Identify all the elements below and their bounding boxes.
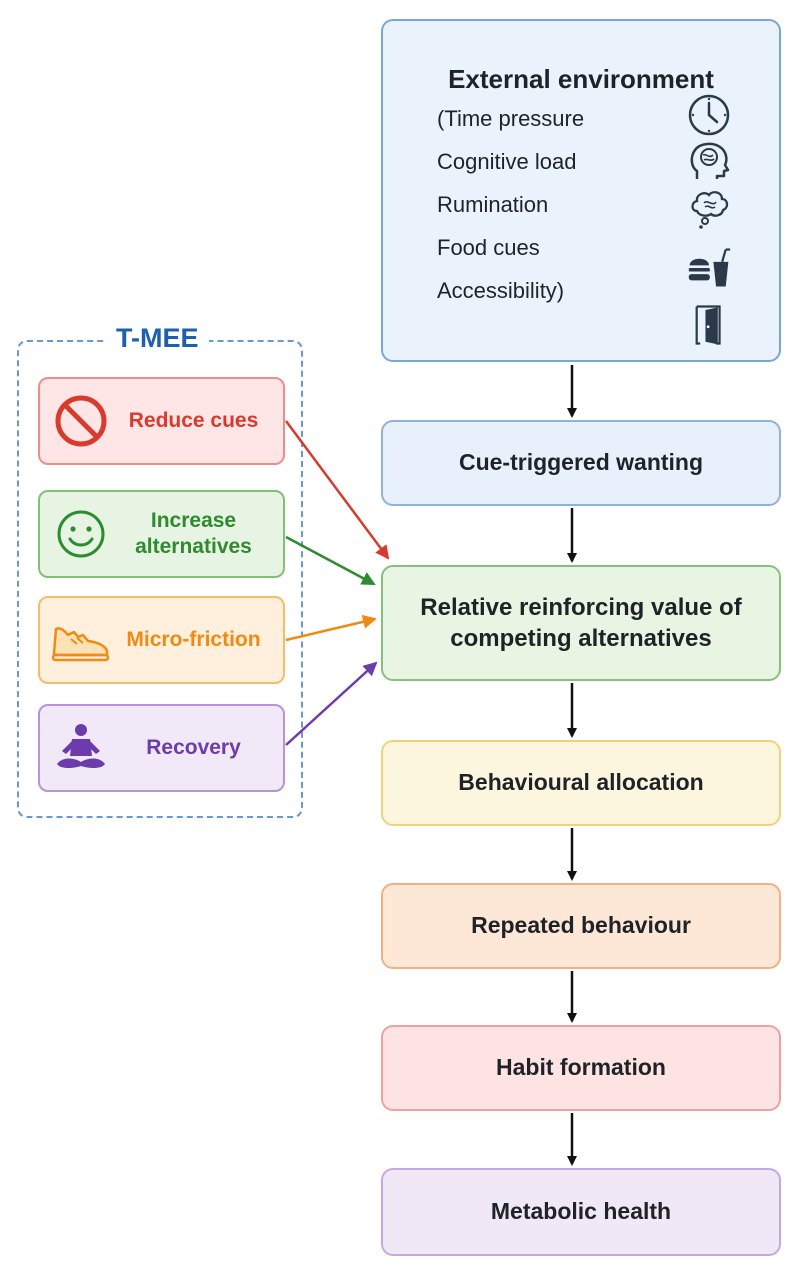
tmee-title: T-MEE xyxy=(106,323,209,354)
factor-time-pressure: (Time pressure xyxy=(437,106,585,131)
lever-micro-friction: Micro-friction xyxy=(38,596,285,684)
repeated-behaviour-label: Repeated behaviour xyxy=(471,912,691,939)
factor-cognitive-load: Cognitive load xyxy=(437,149,577,174)
arrow-reduce-cues xyxy=(284,420,390,560)
lever-increase-alternatives-label: Increase alternatives xyxy=(135,508,252,558)
arrow-increase-alternatives xyxy=(285,535,376,586)
meditation-icon xyxy=(57,724,105,768)
behavioural-allocation-box: Behavioural allocation xyxy=(381,740,781,826)
cue-triggered-wanting-label: Cue-triggered wanting xyxy=(458,449,704,476)
factor-accessibility: Accessibility) xyxy=(437,278,565,303)
repeated-behaviour-box: Repeated behaviour xyxy=(381,883,781,969)
habit-formation-label: Habit formation xyxy=(496,1054,666,1081)
external-environment-box: External environment (Time pressure Cogn… xyxy=(381,19,781,362)
lever-recovery-label: Recovery xyxy=(146,735,241,759)
metabolic-health-label: Metabolic health xyxy=(490,1198,672,1225)
clock-icon xyxy=(688,94,730,136)
cue-triggered-wanting-box: Cue-triggered wanting xyxy=(381,420,781,506)
lever-recovery: Recovery xyxy=(38,704,285,792)
arrow-recovery xyxy=(285,661,378,746)
factor-rumination: Rumination xyxy=(437,192,549,217)
door-icon xyxy=(695,305,721,345)
lever-reduce-cues-label: Reduce cues xyxy=(128,408,259,432)
thought-bubble-icon xyxy=(691,191,729,229)
relative-reinforcing-value-label: Relative reinforcing value of competing … xyxy=(420,593,742,652)
smiley-icon xyxy=(57,510,105,558)
brain-head-icon xyxy=(690,142,730,179)
arrow-micro-friction xyxy=(285,614,377,642)
habit-formation-box: Habit formation xyxy=(381,1025,781,1111)
lever-micro-friction-label: Micro-friction xyxy=(126,627,261,651)
fast-food-icon xyxy=(688,248,731,287)
external-environment-title: External environment xyxy=(448,64,714,94)
lever-increase-alternatives: Increase alternatives xyxy=(38,490,285,578)
relative-reinforcing-value-box: Relative reinforcing value of competing … xyxy=(381,565,781,681)
factor-food-cues: Food cues xyxy=(437,235,540,260)
sneaker-icon xyxy=(51,627,110,662)
prohibited-icon xyxy=(55,395,107,447)
lever-reduce-cues: Reduce cues xyxy=(38,377,285,465)
metabolic-health-box: Metabolic health xyxy=(381,1168,781,1256)
behavioural-allocation-label: Behavioural allocation xyxy=(458,769,704,796)
